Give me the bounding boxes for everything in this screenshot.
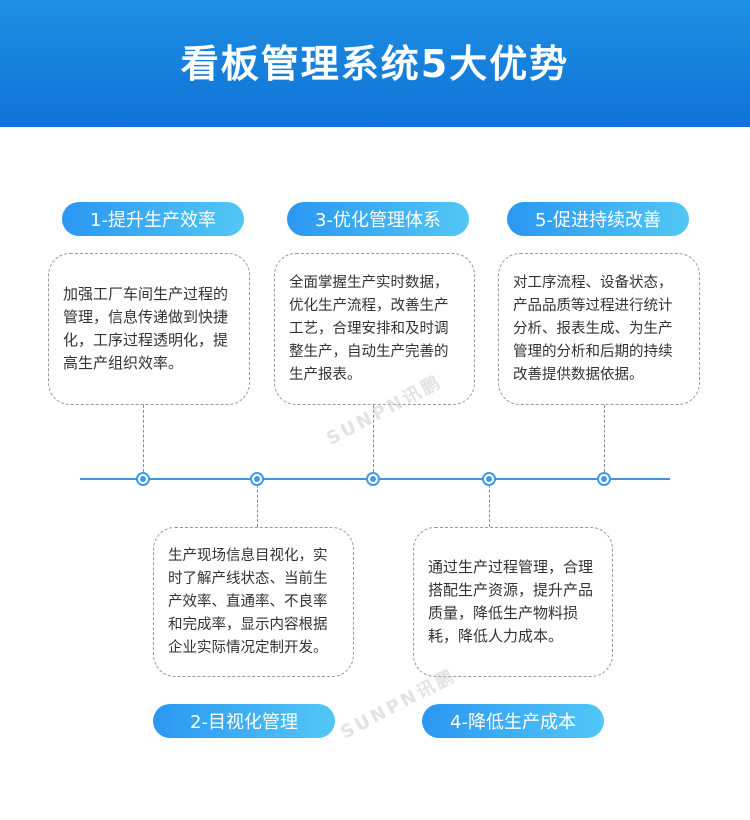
advantage-3-text: 全面掌握生产实时数据，优化生产流程，改善生产工艺，合理安排和及时调整生产，自动生… xyxy=(289,274,449,383)
header-banner: 看板管理系统5大优势 xyxy=(0,0,750,127)
advantage-2-card: 生产现场信息目视化，实时了解产线状态、当前生产效率、直通率、不良率和完成率，显示… xyxy=(153,527,354,677)
advantage-2-label: 2-目视化管理 xyxy=(153,704,335,738)
advantage-4-label: 4-降低生产成本 xyxy=(422,704,604,738)
timeline-dot-2 xyxy=(250,472,264,486)
advantage-1-text: 加强工厂车间生产过程的管理，信息传递做到快捷化，工序过程透明化，提高生产组织效率… xyxy=(63,285,229,372)
connector-1 xyxy=(143,405,144,477)
advantage-5-text: 对工序流程、设备状态，产品品质等过程进行统计分析、报表生成、为生产管理的分析和后… xyxy=(513,274,673,383)
connector-4 xyxy=(489,480,490,527)
advantage-2-text: 生产现场信息目视化，实时了解产线状态、当前生产效率、直通率、不良率和完成率，显示… xyxy=(168,547,328,656)
advantage-3-card: 全面掌握生产实时数据，优化生产流程，改善生产工艺，合理安排和及时调整生产，自动生… xyxy=(274,253,475,405)
advantage-3-label: 3-优化管理体系 xyxy=(287,202,469,236)
timeline-dot-5 xyxy=(597,472,611,486)
connector-3 xyxy=(373,405,374,477)
advantage-5-card: 对工序流程、设备状态，产品品质等过程进行统计分析、报表生成、为生产管理的分析和后… xyxy=(498,253,700,405)
timeline-dot-4 xyxy=(482,472,496,486)
connector-5 xyxy=(604,405,605,477)
timeline-dot-3 xyxy=(366,472,380,486)
advantage-1-label: 1-提升生产效率 xyxy=(62,202,244,236)
advantage-5-label: 5-促进持续改善 xyxy=(507,202,689,236)
timeline-dot-1 xyxy=(136,472,150,486)
advantage-1-card: 加强工厂车间生产过程的管理，信息传递做到快捷化，工序过程透明化，提高生产组织效率… xyxy=(48,253,250,405)
page-title: 看板管理系统5大优势 xyxy=(180,42,570,86)
connector-2 xyxy=(257,480,258,527)
advantage-4-text: 通过生产过程管理，合理搭配生产资源，提升产品质量，降低生产物料损耗，降低人力成本… xyxy=(428,558,594,645)
advantage-4-card: 通过生产过程管理，合理搭配生产资源，提升产品质量，降低生产物料损耗，降低人力成本… xyxy=(413,527,613,677)
